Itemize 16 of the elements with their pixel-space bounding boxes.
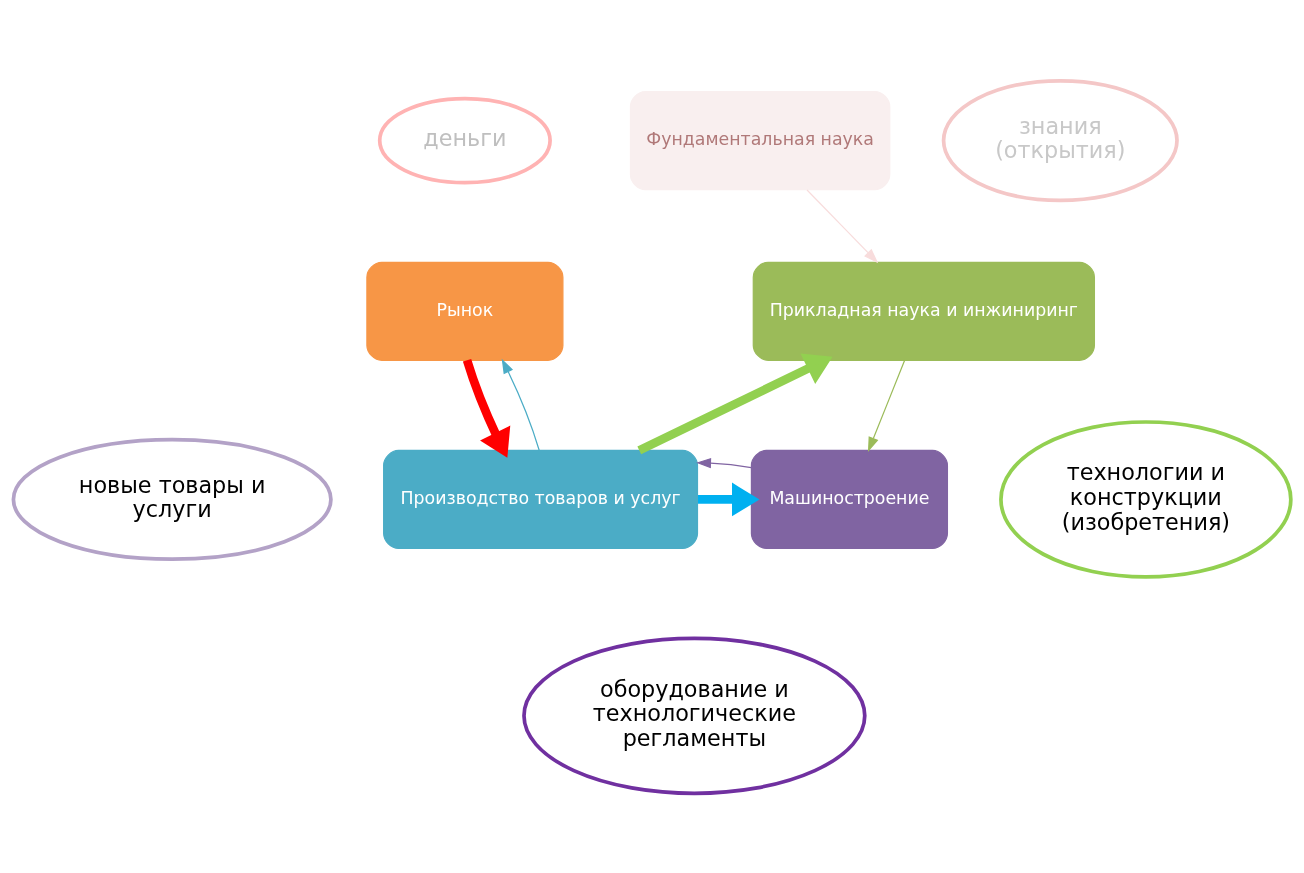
arrow <box>501 358 540 451</box>
node-box: Машиностроение <box>750 449 949 549</box>
arrow <box>867 359 906 452</box>
arrow <box>637 353 833 454</box>
node-box: Фундаментальная наука <box>629 90 891 190</box>
arrow <box>698 482 760 516</box>
node-box: Рынок <box>366 261 564 361</box>
node-ellipse: деньги <box>377 96 552 184</box>
node-ellipse: оборудование и технологические регламенты <box>522 636 867 795</box>
arrow <box>696 457 752 468</box>
arrow <box>806 188 879 263</box>
arrow <box>462 358 511 458</box>
node-box: Прикладная наука и инжиниринг <box>752 261 1095 361</box>
node-ellipse: новые товары и услуги <box>11 437 333 561</box>
node-box: Производство товаров и услуг <box>383 449 699 549</box>
node-ellipse: технологии и конструкции (изобретения) <box>999 419 1293 579</box>
